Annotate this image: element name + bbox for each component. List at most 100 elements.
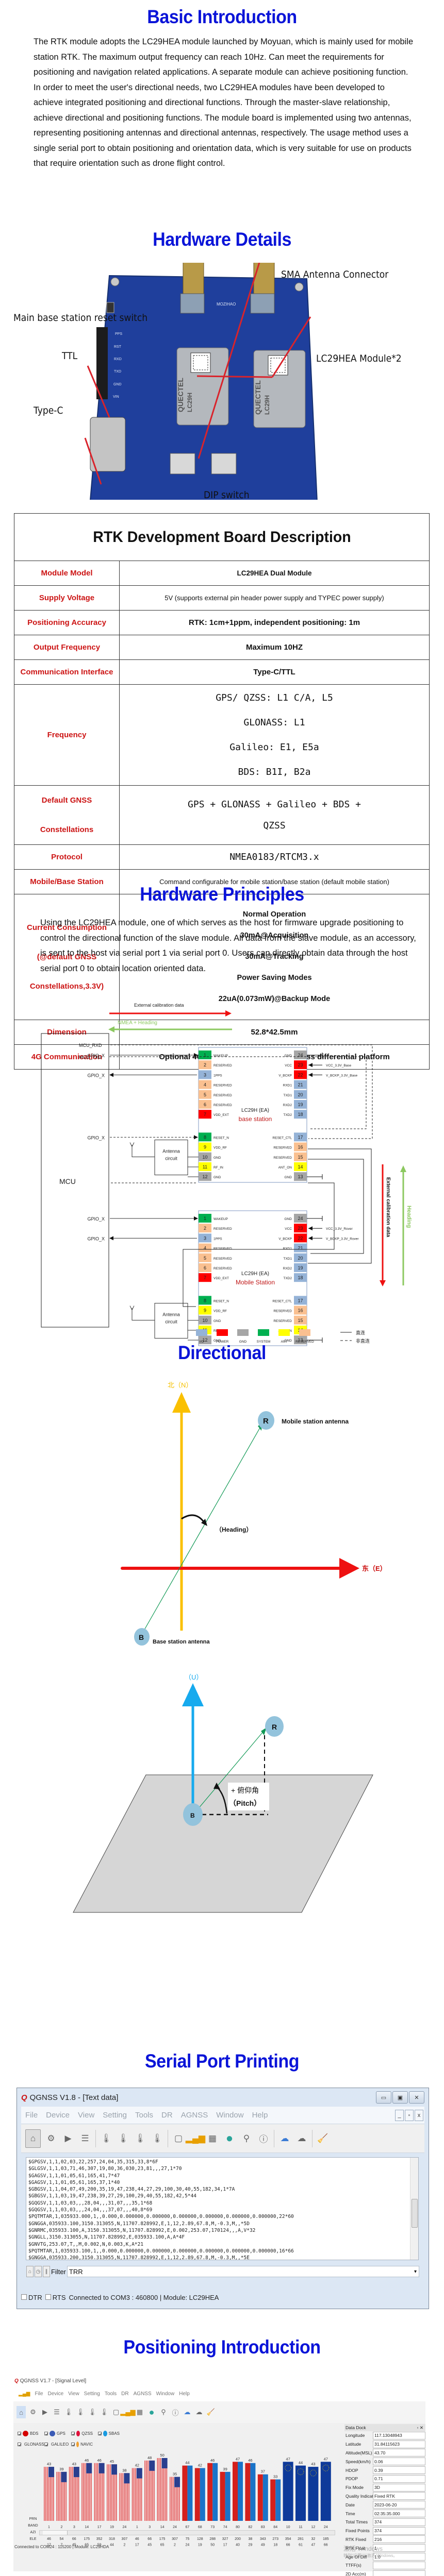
dock-field-value[interactable]: 1: [373, 2544, 425, 2552]
constellation-toggle-navic[interactable]: NAVIC: [71, 2442, 93, 2447]
settings-gear-icon[interactable]: ⚙: [30, 2408, 36, 2416]
clear-broom-icon[interactable]: 🧹: [206, 2408, 216, 2416]
dock-field-value[interactable]: 216: [373, 2535, 425, 2544]
scrollbar-thumb[interactable]: [412, 2199, 418, 2228]
menu-setting[interactable]: Setting: [84, 2391, 100, 2397]
menu-view[interactable]: View: [68, 2391, 79, 2397]
dock-field-value[interactable]: 374: [373, 2527, 425, 2535]
info-icon[interactable]: ⓘ: [259, 2134, 268, 2144]
dock-field-value[interactable]: 2023-06-20: [373, 2501, 425, 2509]
console-icon[interactable]: ▢: [112, 2408, 120, 2416]
ntrip-client-icon[interactable]: ☁: [280, 2133, 289, 2143]
menu-window[interactable]: Window: [216, 2111, 244, 2120]
mdi-restore-button[interactable]: ▫: [405, 2109, 414, 2121]
maximize-button[interactable]: ▣: [392, 2091, 408, 2104]
dock-field-value[interactable]: [373, 2570, 425, 2576]
scrollbar-thumb[interactable]: [43, 2531, 68, 2535]
menu-file[interactable]: File: [25, 2111, 38, 2120]
dtr-checkbox[interactable]: DTR: [21, 2294, 42, 2301]
hot-start-icon[interactable]: 🌡: [135, 2133, 146, 2143]
constellation-toggle-galileo[interactable]: GALILEO: [44, 2442, 69, 2447]
ntrip-caster-icon[interactable]: ☁: [195, 2408, 203, 2416]
dock-field-value[interactable]: 02:35:35.000: [373, 2510, 425, 2518]
nmea-text-output[interactable]: $GPGSV,1,1,02,03,22,257,24,04,35,315,33,…: [26, 2157, 419, 2260]
menu-help[interactable]: Help: [179, 2391, 190, 2397]
info-icon[interactable]: ⓘ: [172, 2409, 179, 2417]
map-icon[interactable]: ▦: [208, 2133, 217, 2143]
constellation-toggle-glonass[interactable]: GLONASS: [18, 2442, 44, 2447]
location-pin-icon[interactable]: ⚲: [243, 2133, 250, 2143]
ntrip-client-icon[interactable]: ☁: [184, 2408, 191, 2416]
checkbox[interactable]: [18, 2443, 22, 2447]
warm-start-icon[interactable]: 🌡: [76, 2408, 85, 2416]
menu-agnss[interactable]: AGNSS: [180, 2111, 208, 2120]
menu-view[interactable]: View: [78, 2111, 95, 2120]
minimize-button[interactable]: ▭: [376, 2091, 391, 2104]
constellation-toggle-bds[interactable]: BDS: [18, 2431, 39, 2436]
cold-start-icon[interactable]: 🌡: [64, 2408, 73, 2416]
checkbox[interactable]: [44, 2443, 48, 2447]
play-icon[interactable]: ▶: [42, 2408, 47, 2416]
dock-field-value[interactable]: 3D: [373, 2483, 425, 2492]
timestamp-icon[interactable]: ◷: [35, 2266, 42, 2277]
dock-field-value[interactable]: 43.70: [373, 2449, 425, 2457]
dock-field-value[interactable]: 0.39: [373, 2466, 425, 2475]
constellation-toggle-gps[interactable]: GPS: [44, 2431, 66, 2436]
menu-window[interactable]: Window: [156, 2391, 175, 2397]
mdi-close-button[interactable]: x: [415, 2109, 423, 2121]
menu-tools[interactable]: Tools: [135, 2111, 154, 2120]
dock-field-value[interactable]: [373, 2561, 425, 2569]
clear-filter-icon[interactable]: ⌂: [26, 2266, 34, 2277]
checkbox[interactable]: [98, 2432, 102, 2436]
map-icon[interactable]: ▦: [136, 2408, 143, 2416]
checkbox[interactable]: [44, 2432, 48, 2436]
hot-start-icon[interactable]: 🌡: [88, 2408, 97, 2416]
close-button[interactable]: ✕: [409, 2091, 424, 2104]
menu-help[interactable]: Help: [252, 2111, 268, 2120]
constellation-toggle-sbas[interactable]: SBAS: [98, 2431, 120, 2436]
mdi-minimize-button[interactable]: _: [395, 2109, 404, 2121]
constellation-toggle-qzss[interactable]: QZSS: [71, 2431, 93, 2436]
filter-combobox[interactable]: TRR: [67, 2266, 419, 2277]
dock-field-value[interactable]: 1.0: [373, 2553, 425, 2561]
menu-device[interactable]: Device: [46, 2111, 70, 2120]
menu-dr[interactable]: DR: [161, 2111, 173, 2120]
checkbox[interactable]: [18, 2432, 22, 2436]
menu-file[interactable]: File: [35, 2391, 43, 2397]
text-log-icon[interactable]: ☰: [81, 2133, 89, 2143]
rts-checkbox[interactable]: RTS: [45, 2294, 65, 2301]
warm-start-icon[interactable]: 🌡: [118, 2133, 129, 2143]
full-cold-start-icon[interactable]: 🌡: [100, 2408, 109, 2416]
clear-broom-icon[interactable]: 🧹: [317, 2133, 328, 2143]
dock-field-value[interactable]: 0.06: [373, 2458, 425, 2466]
sky-view-icon[interactable]: ●: [225, 2131, 234, 2145]
checkbox[interactable]: [71, 2443, 75, 2447]
menu-device[interactable]: Device: [47, 2391, 64, 2397]
connect-device-icon[interactable]: ⌂: [25, 2129, 41, 2148]
dock-field-value[interactable]: 117.13048943: [373, 2431, 425, 2439]
menu-dr[interactable]: DR: [121, 2391, 129, 2397]
chart-horizontal-scrollbar[interactable]: [39, 2530, 335, 2535]
text-log-icon[interactable]: ☰: [54, 2408, 60, 2416]
dock-field-value[interactable]: Fixed RTK: [373, 2492, 425, 2500]
menu-setting[interactable]: Setting: [103, 2111, 127, 2120]
dock-controls[interactable]: ▫ ✕: [417, 2425, 424, 2430]
menu-agnss[interactable]: AGNSS: [133, 2391, 152, 2397]
location-pin-icon[interactable]: ⚲: [161, 2408, 166, 2416]
full-cold-start-icon[interactable]: 🌡: [152, 2133, 163, 2143]
cold-start-icon[interactable]: 🌡: [101, 2133, 112, 2143]
text-vertical-scrollbar[interactable]: [410, 2158, 418, 2260]
checkbox[interactable]: [71, 2432, 75, 2436]
dock-field-value[interactable]: 0.71: [373, 2475, 425, 2483]
console-icon[interactable]: ▢: [174, 2133, 183, 2143]
signal-level-icon[interactable]: ▂▄▆: [185, 2133, 206, 2143]
sky-view-icon[interactable]: ●: [149, 2406, 155, 2417]
ntrip-caster-icon[interactable]: ☁: [297, 2133, 306, 2143]
signal-level-icon[interactable]: ▂▄▆: [120, 2408, 136, 2416]
pause-icon[interactable]: ∥: [43, 2266, 50, 2277]
settings-gear-icon[interactable]: ⚙: [47, 2133, 55, 2143]
dock-field-value[interactable]: 31.84115623: [373, 2440, 425, 2448]
connect-device-icon[interactable]: ⌂: [17, 2406, 26, 2418]
dock-field-value[interactable]: 374: [373, 2518, 425, 2526]
play-icon[interactable]: ▶: [64, 2133, 72, 2143]
